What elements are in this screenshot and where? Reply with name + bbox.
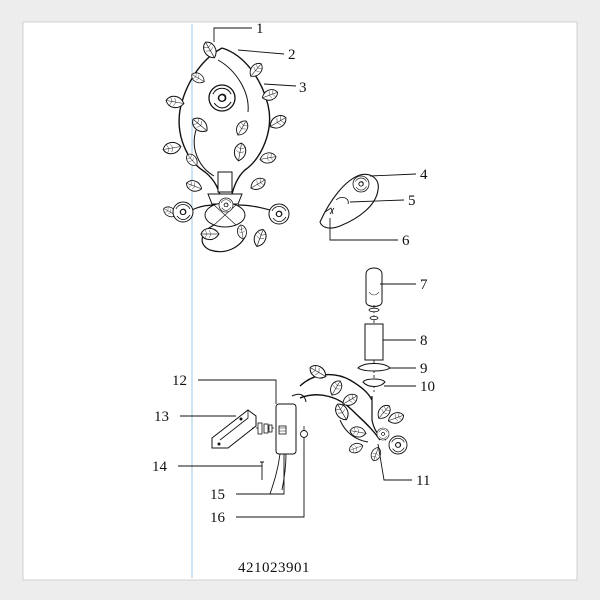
callout-2: 2 xyxy=(288,47,296,63)
callout-6: 6 xyxy=(402,233,410,249)
callout-12: 12 xyxy=(172,373,187,389)
callout-labels: 1 2 3 4 5 6 7 8 9 10 11 12 13 14 15 16 xyxy=(152,21,435,526)
callout-15: 15 xyxy=(210,487,225,503)
assembled-lamp-figure xyxy=(161,38,379,253)
product-code: 421023901 xyxy=(238,560,310,576)
manual-page xyxy=(22,21,578,581)
callout-3: 3 xyxy=(299,80,307,96)
callout-1: 1 xyxy=(256,21,264,37)
callout-11: 11 xyxy=(416,473,430,489)
callout-13: 13 xyxy=(154,409,169,425)
callout-5: 5 xyxy=(408,193,416,209)
callout-10: 10 xyxy=(420,379,435,395)
callout-14: 14 xyxy=(152,459,168,475)
callout-9: 9 xyxy=(420,361,428,377)
callout-4: 4 xyxy=(420,167,428,183)
exploded-view-figure xyxy=(211,267,408,495)
callout-8: 8 xyxy=(420,333,428,349)
callout-7: 7 xyxy=(420,277,428,293)
leader-lines-bottom xyxy=(178,283,416,518)
callout-16: 16 xyxy=(210,510,226,526)
leader-lines-top xyxy=(213,27,417,241)
